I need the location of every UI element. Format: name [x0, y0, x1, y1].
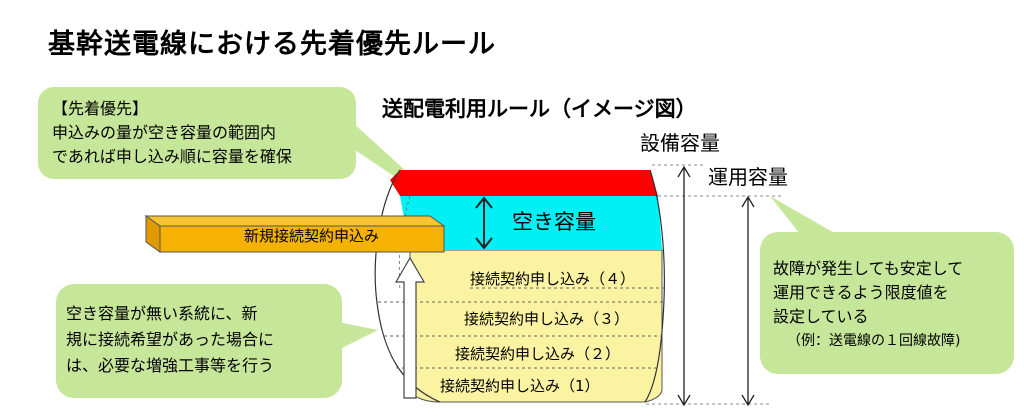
- callout-safety-margin-line: 設定している: [773, 307, 869, 326]
- new-connection-box: [144, 215, 446, 253]
- diagram-title: 送配電利用ルール（イメージ図）: [382, 97, 697, 121]
- capacity-cylinder: [374, 169, 665, 403]
- callout-first-come-line: 【先着優先】: [52, 99, 149, 118]
- callout-reinforcement-line: は、必要な増強工事等を行う: [66, 356, 275, 375]
- callout-reinforcement-line: 空き容量が無い系統に、新: [66, 304, 258, 323]
- up-arrow: [394, 256, 426, 399]
- operating-capacity-arrow: [741, 195, 755, 407]
- callout-reinforcement-line: 規に接続希望があった場合に: [66, 330, 275, 349]
- callout-reinforcement: 空き容量が無い系統に、新 規に接続希望があった場合に は、必要な増強工事等を行う: [66, 301, 274, 379]
- contract-label-3: 接続契約申し込み（３）: [464, 310, 630, 328]
- contract-label-4: 接続契約申し込み（４）: [470, 270, 636, 288]
- new-connection-label: 新規接続契約申込み: [244, 227, 380, 245]
- available-capacity-band: [400, 196, 662, 250]
- callout-safety-margin-line: 運用できるよう限度値を: [773, 283, 949, 302]
- callout-safety-margin: 故障が発生しても安定して 運用できるよう限度値を 設定している （例：送電線の１…: [773, 257, 963, 353]
- contract-label-1: 接続契約申し込み（1）: [440, 377, 600, 395]
- operating-capacity-label: 運用容量: [708, 165, 788, 189]
- callout-first-come-line: 申込みの量が空き容量の範囲内: [52, 123, 277, 142]
- equipment-capacity-arrow: [677, 165, 691, 407]
- available-capacity-label: 空き容量: [512, 210, 596, 234]
- page-title: 基幹送電線における先着優先ルール: [48, 29, 496, 60]
- callout-first-come-line: であれば申し込み順に容量を確保: [52, 147, 292, 166]
- red-top-band: [390, 170, 658, 196]
- callout-safety-margin-note: （例：送電線の１回線故障): [787, 333, 961, 349]
- callout-safety-margin-bubble: [760, 196, 1014, 374]
- equipment-capacity-label: 設備容量: [640, 131, 720, 155]
- contract-label-2: 接続契約申し込み（２）: [455, 345, 621, 363]
- callout-first-come: 【先着優先】 申込みの量が空き容量の範囲内 であれば申し込み順に容量を確保: [52, 97, 292, 169]
- callout-safety-margin-line: 故障が発生しても安定して: [773, 259, 964, 278]
- available-capacity-arrow: [475, 196, 493, 250]
- callout-reinforcement-bubble: [56, 284, 378, 398]
